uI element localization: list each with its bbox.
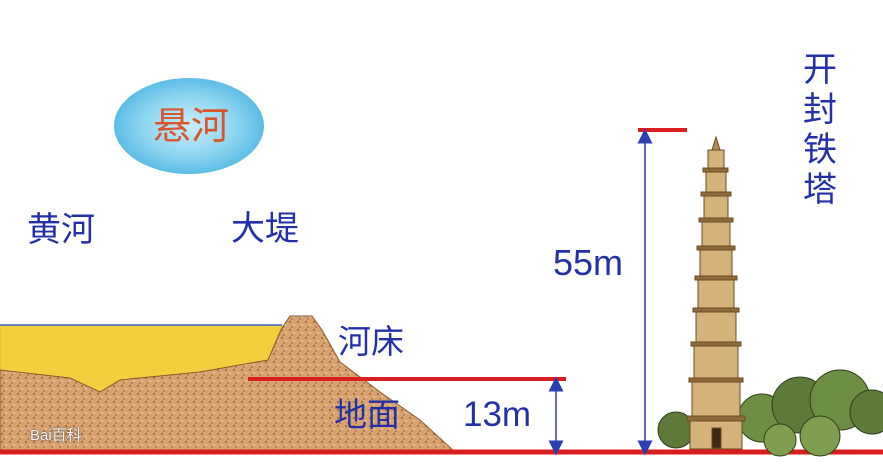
hanging-river-oval [114,78,264,174]
riverbed-height-label: 13m [463,395,532,434]
hanging-river-label: 悬河 [153,104,230,148]
ground-label: 地面 [334,395,400,434]
tower-height-label: 55m [553,242,624,283]
levee-label: 大堤 [231,209,299,249]
pagoda-icon [686,135,746,450]
yellow-river-label: 黄河 [27,210,95,250]
levee-soil-icon [0,315,457,453]
watermark: Bai百科 [30,427,82,444]
tower-name-label: 开封铁塔 [800,50,840,210]
tower-name-text: 开封铁塔 [803,50,837,210]
tree-cluster-icon [657,369,883,457]
riverbed-label: 河床 [338,322,404,361]
